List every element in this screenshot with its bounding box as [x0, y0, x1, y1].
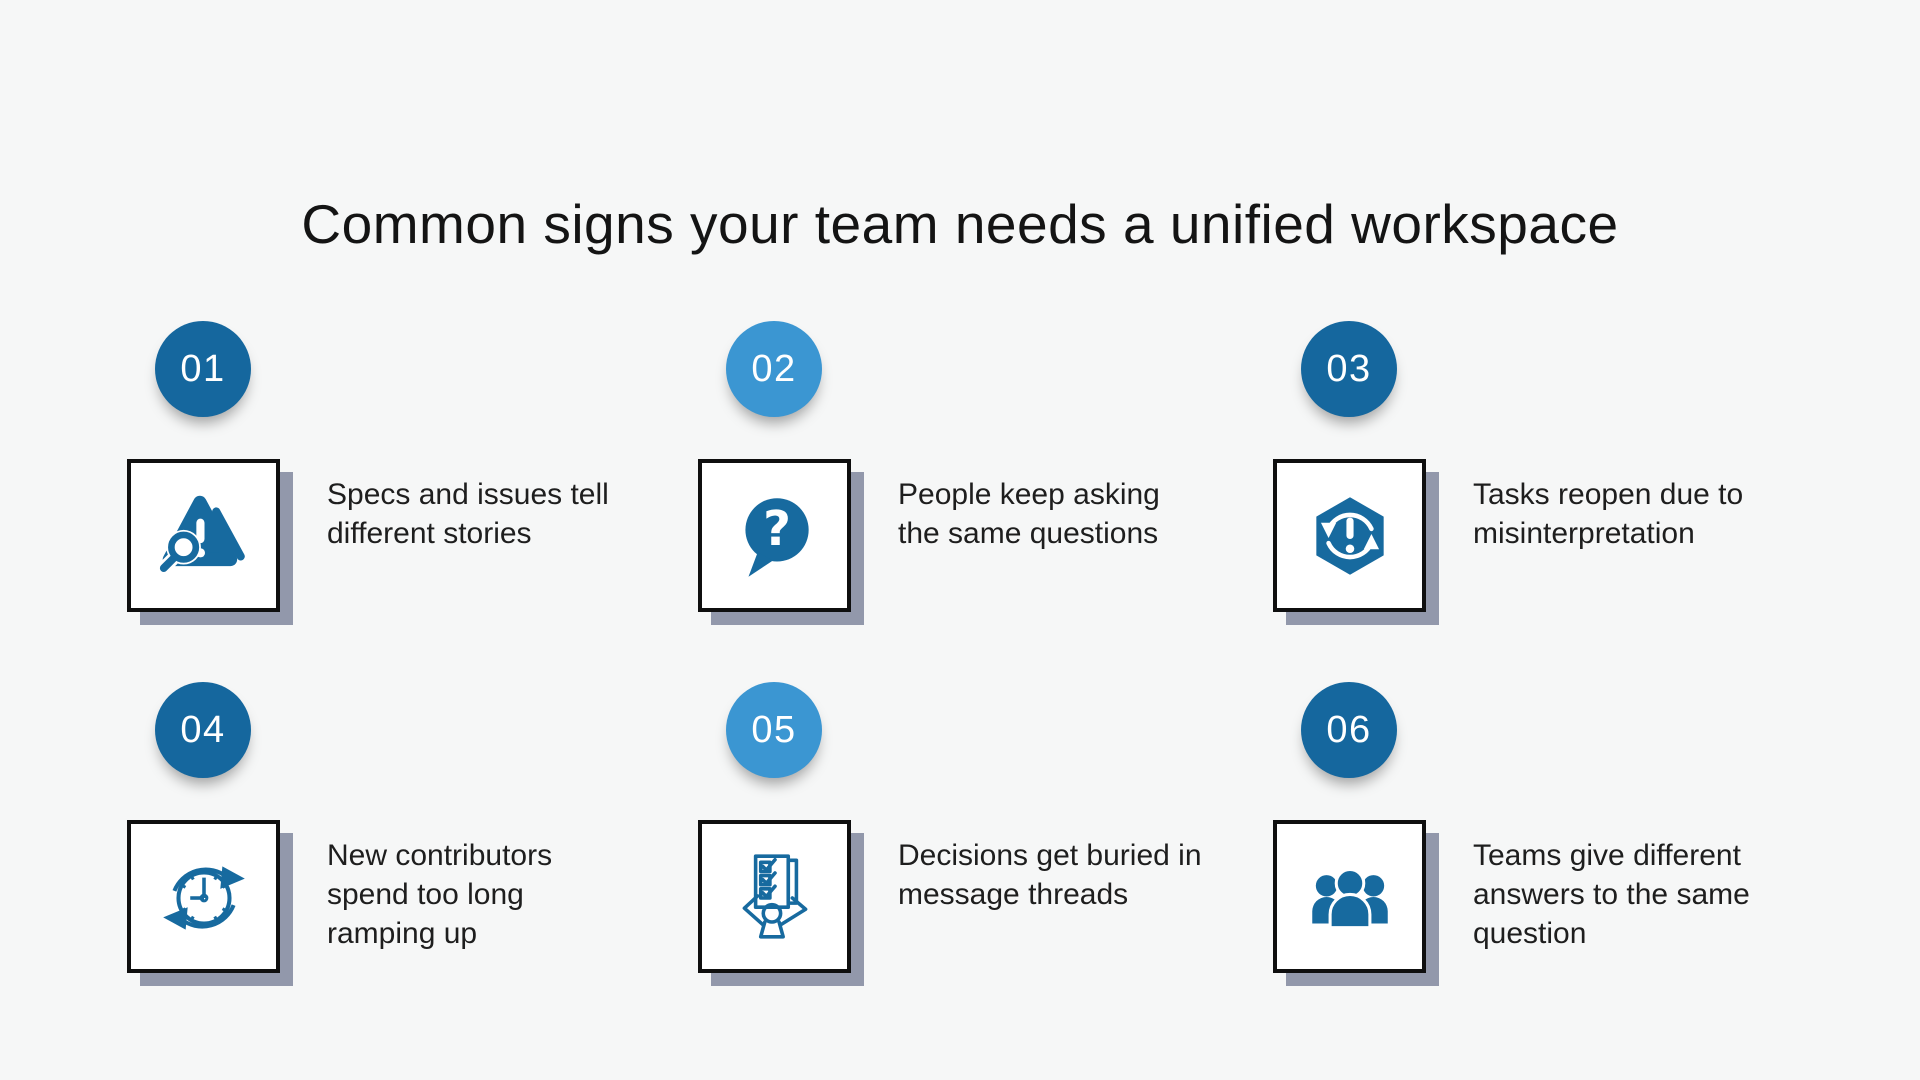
question-bubble-icon: ? — [744, 497, 809, 577]
team-group-icon — [1311, 867, 1388, 929]
step-number-badge: 01 — [155, 321, 251, 417]
sign-item-1: 01 Specs and issues tell different stori… — [127, 321, 698, 612]
icon-box — [1273, 459, 1426, 612]
svg-text:?: ? — [763, 502, 791, 557]
checklist-person-icon — [742, 853, 807, 939]
icon-box — [127, 820, 280, 973]
icon-box: ? — [698, 459, 851, 612]
step-number-badge: 06 — [1301, 682, 1397, 778]
sign-description: Tasks reopen due to misinterpretation — [1473, 478, 1744, 550]
step-number-badge: 05 — [726, 682, 822, 778]
step-number-badge: 02 — [726, 321, 822, 417]
icon-box — [698, 820, 851, 973]
signs-grid: 01 Specs and issues tell different stori… — [127, 321, 1813, 973]
hexagon-refresh-alert-icon — [1315, 496, 1384, 575]
sign-description: Decisions get buried in message threads — [898, 839, 1202, 911]
page-title: Common signs your team needs a unified w… — [301, 193, 1619, 255]
icon-box — [127, 459, 280, 612]
sign-description: People keep asking the same questions — [898, 478, 1160, 550]
sign-description: New contributors spend too long ramping … — [327, 839, 553, 950]
step-number-badge: 04 — [155, 682, 251, 778]
sign-item-5: 05 — [698, 682, 1273, 973]
warning-magnifier-icon — [155, 495, 245, 576]
sign-item-3: 03 Tasks reopen due to misinterpretation — [1273, 321, 1813, 612]
sign-item-4: 04 — [127, 682, 698, 973]
step-number-badge: 03 — [1301, 321, 1397, 417]
clock-cycle-icon — [162, 865, 245, 930]
sign-item-6: 06 Teams give different answers to the s… — [1273, 682, 1813, 973]
sign-description: Specs and issues tell different stories — [327, 478, 609, 550]
sign-description: Teams give different answers to the same… — [1473, 839, 1750, 950]
icon-box — [1273, 820, 1426, 973]
sign-item-2: 02 ? People keep asking the same questio… — [698, 321, 1273, 612]
